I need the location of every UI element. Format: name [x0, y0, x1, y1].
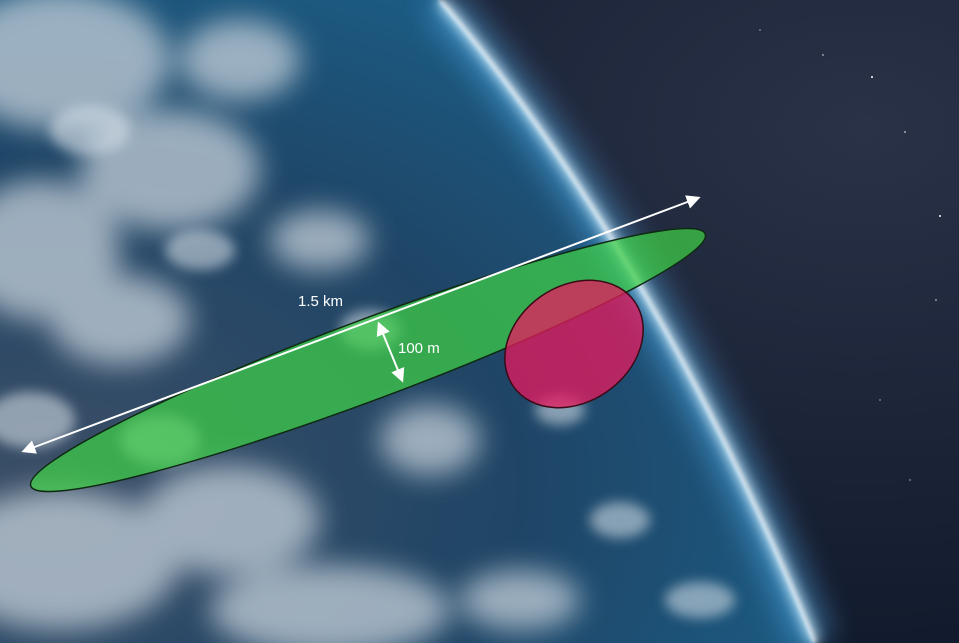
width-arrow: [376, 321, 405, 383]
length-arrow: [21, 195, 701, 454]
stars: [759, 29, 941, 481]
length-label: 1.5 km: [298, 293, 343, 310]
width-label: 100 m: [398, 340, 440, 357]
